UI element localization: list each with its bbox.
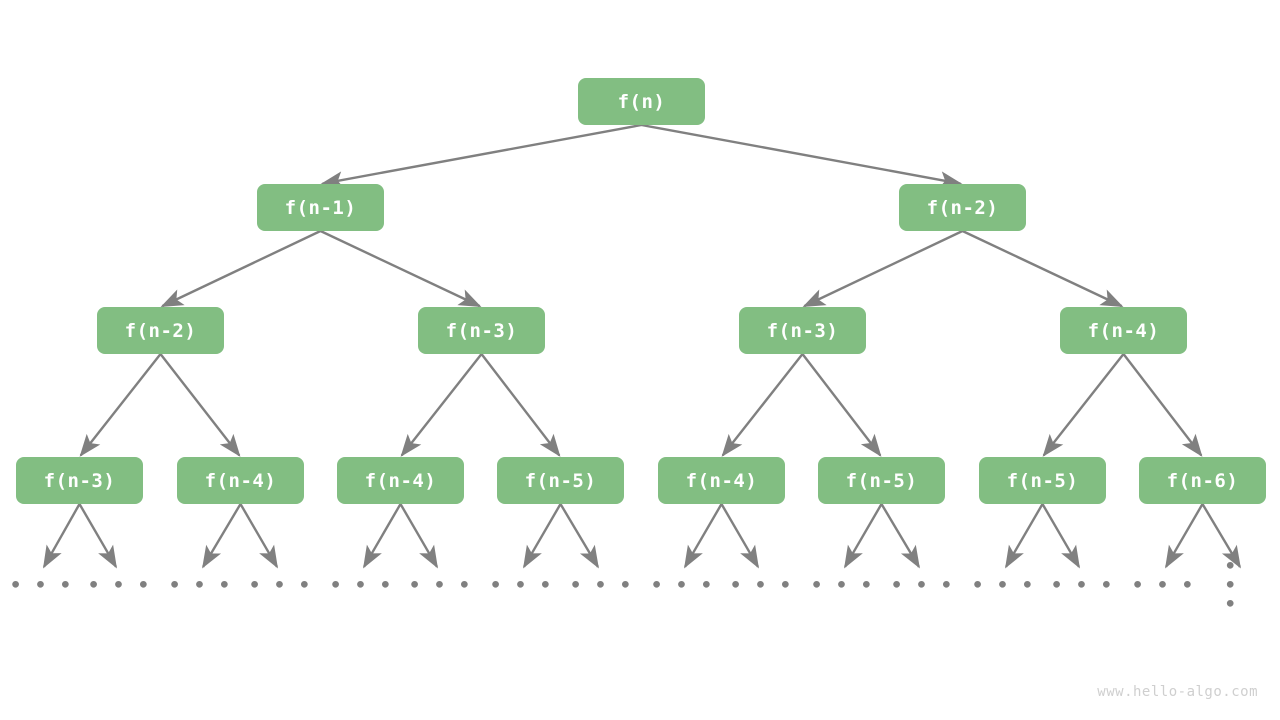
ellipsis-marker: • • • <box>890 574 954 597</box>
edge-n13-e12 <box>1004 503 1044 569</box>
edge-n6-n13 <box>1042 353 1125 457</box>
edge-n8-e2 <box>202 503 242 569</box>
edge-n2-n6 <box>961 229 1124 308</box>
tree-node-n5: f(n-3) <box>739 307 866 354</box>
tree-node-n6: f(n-4) <box>1060 307 1187 354</box>
edge-n11-e8 <box>683 503 723 569</box>
tree-node-n9: f(n-4) <box>337 457 464 504</box>
ellipsis-marker: • • • <box>408 574 472 597</box>
edge-n0-n1 <box>320 123 642 189</box>
tree-node-n0: f(n) <box>578 78 705 125</box>
ellipsis-marker: • • • <box>9 574 73 597</box>
edge-n0-n2 <box>641 123 963 189</box>
edge-n14-e14 <box>1164 503 1204 569</box>
tree-node-n3: f(n-2) <box>97 307 224 354</box>
tree-node-n12: f(n-5) <box>818 457 945 504</box>
ellipsis-marker: • • • <box>248 574 312 597</box>
edge-group <box>42 123 1241 569</box>
edge-n5-n12 <box>801 353 882 457</box>
tree-node-n13: f(n-5) <box>979 457 1106 504</box>
ellipsis-marker: • • • <box>1224 555 1237 616</box>
tree-node-n4: f(n-3) <box>418 307 545 354</box>
ellipsis-marker: • • • <box>87 574 151 597</box>
ellipsis-marker: • • • <box>168 574 232 597</box>
edge-n9-e4 <box>362 503 402 569</box>
edge-n5-n11 <box>721 353 804 457</box>
ellipsis-marker: • • • <box>1131 574 1195 597</box>
edge-n12-e11 <box>880 503 920 569</box>
edge-n11-e9 <box>720 503 760 569</box>
tree-node-n11: f(n-4) <box>658 457 785 504</box>
edge-n3-n8 <box>159 353 241 457</box>
edge-n12-e10 <box>843 503 883 569</box>
ellipsis-marker: • • • <box>729 574 793 597</box>
watermark-label: www.hello-algo.com <box>1097 684 1258 700</box>
edge-n1-n4 <box>319 229 482 308</box>
tree-node-n14: f(n-6) <box>1139 457 1266 504</box>
edge-n7-e1 <box>78 503 118 569</box>
edge-n8-e3 <box>239 503 279 569</box>
ellipsis-marker: • • • <box>1050 574 1114 597</box>
edge-n3-n7 <box>79 353 162 457</box>
edge-n6-n14 <box>1122 353 1203 457</box>
edge-n13-e13 <box>1041 503 1081 569</box>
ellipsis-marker: • • • <box>650 574 714 597</box>
ellipsis-marker: • • • <box>971 574 1035 597</box>
ellipsis-marker: • • • <box>329 574 393 597</box>
edge-n4-n9 <box>400 353 483 457</box>
edge-n2-n5 <box>802 229 964 308</box>
tree-node-n2: f(n-2) <box>899 184 1026 231</box>
tree-node-n8: f(n-4) <box>177 457 304 504</box>
tree-node-n7: f(n-3) <box>16 457 143 504</box>
edge-n14-e15 <box>1201 503 1241 569</box>
edge-n10-e6 <box>522 503 562 569</box>
edge-n9-e5 <box>399 503 439 569</box>
edge-n10-e7 <box>559 503 599 569</box>
ellipsis-marker: • • • <box>810 574 874 597</box>
tree-node-n1: f(n-1) <box>257 184 384 231</box>
ellipsis-marker: • • • <box>569 574 633 597</box>
ellipsis-marker: • • • <box>489 574 553 597</box>
edge-n1-n3 <box>160 229 322 308</box>
tree-node-n10: f(n-5) <box>497 457 624 504</box>
edge-n7-e0 <box>42 503 81 569</box>
edge-n4-n10 <box>480 353 561 457</box>
